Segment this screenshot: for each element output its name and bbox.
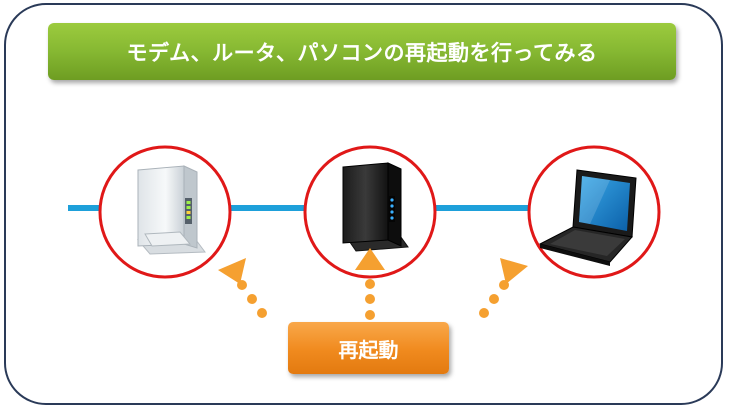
restart-label: 再起動 — [338, 337, 399, 362]
arrow-to-modem — [218, 258, 267, 318]
arrow-to-router — [355, 248, 385, 320]
restart-badge: 再起動 — [288, 322, 449, 374]
router-icon — [342, 162, 409, 252]
laptop-icon — [538, 169, 637, 266]
pc-device — [527, 145, 661, 279]
title-text: モデム、ルータ、パソコンの再起動を行ってみる — [126, 40, 598, 65]
modem-icon — [136, 165, 206, 255]
arrow-to-pc — [479, 258, 528, 318]
router-device — [303, 145, 437, 279]
title-banner: モデム、ルータ、パソコンの再起動を行ってみる — [48, 23, 676, 80]
modem-device — [98, 145, 232, 279]
